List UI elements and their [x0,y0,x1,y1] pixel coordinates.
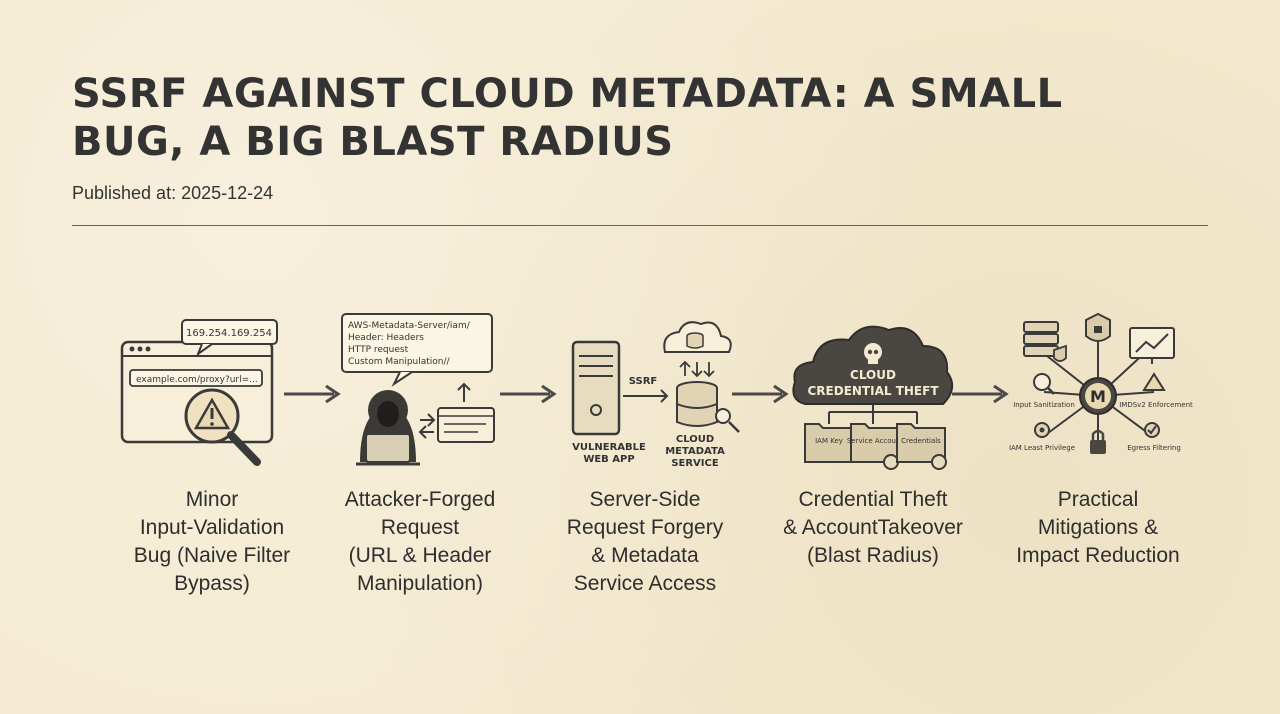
request-line: HTTP request [348,345,409,355]
step-label: Credential Theft & AccountTakeover (Blas… [783,488,963,567]
request-bubble-icon [341,313,493,373]
hub-letter: M [1090,387,1106,406]
title-divider [72,225,1208,226]
server-caption: VULNERABLE [572,442,646,453]
step-label: Minor Input-Validation Bug (Naive Filter… [133,488,291,595]
mitigations-illustration: M Input Sanitization IMDSv2 Enforcement … [1009,312,1193,454]
metadata-ip-text: 169.254.169.254 [186,328,272,339]
web-server-icon [571,340,621,436]
request-line: Header: Headers [348,333,424,343]
mitigation-item: Egress Filtering [1127,444,1181,452]
storm-cloud-icon [792,325,954,405]
folder-label: Service Account [847,437,904,445]
hooded-hacker-icon [356,390,420,466]
cloud-caption: SERVICE [671,458,719,469]
cloud-caption: CLOUD [676,434,714,445]
credential-theft-illustration: CLOUD CREDENTIAL THEFT IAM Key Service A… [792,325,954,470]
cloud-title: CREDENTIAL THEFT [807,384,939,398]
skull-icon [864,343,882,361]
arrow-left-icon [418,425,434,439]
step-credential-theft: CLOUD CREDENTIAL THEFT IAM Key Service A… [773,300,973,620]
browser-warning-illustration: example.com/proxy?url=... 169.254.169.25… [120,319,278,466]
url-text: example.com/proxy?url=... [136,375,258,385]
cloud-caption: METADATA [665,446,725,457]
key-icon [715,408,731,424]
folder-icon: Service Account [847,423,904,470]
attacker-illustration: AWS-Metadata-Server/iam/ Header: Headers… [341,313,495,466]
folder-label: Credentials [901,437,941,445]
folder-icon: Credentials [896,423,947,470]
step-label: Server-Side Request Forgery & Metadata S… [566,488,724,595]
folder-icon: IAM Key [804,423,854,463]
arrow-up-icon [457,382,471,402]
speech-bubble-icon [181,319,278,345]
flow-arrow-icon [500,384,557,404]
ssrf-text: SSRF [629,376,658,387]
magnifier-warning-icon [184,388,261,466]
request-window-icon [437,407,495,443]
ssrf-flow-diagram: example.com/proxy?url=... 169.254.169.25… [0,300,1280,620]
flow-arrow-icon [732,384,789,404]
arrow-right-icon [420,413,436,427]
step-label: Practical Mitigations & Impact Reduction [1016,488,1180,567]
published-date: Published at: 2025-12-24 [72,183,274,203]
step-attacker-forged-request: AWS-Metadata-Server/iam/ Header: Headers… [320,300,520,620]
warning-icon [1142,372,1166,391]
folder-label: IAM Key [815,437,843,445]
step-input-validation-bug: example.com/proxy?url=... 169.254.169.25… [112,300,312,620]
server-stack-icon [1023,321,1067,362]
article-title: SSRF AGAINST CLOUD METADATA: A SMALL BUG… [72,71,1063,165]
laptop-icon [365,433,411,463]
step-ssrf-metadata-access: VULNERABLE WEB APP SSRF CLOUD METADATA S… [545,300,745,620]
flow-arrow-icon [952,384,1009,404]
step-mitigations: M Input Sanitization IMDSv2 Enforcement … [998,300,1198,620]
mitigation-item: Input Sanitization [1013,401,1075,409]
cloud-database-icon [663,321,740,433]
server-caption: WEB APP [583,454,634,465]
ssrf-server-illustration: VULNERABLE WEB APP SSRF CLOUD METADATA S… [571,321,740,469]
ssrf-arrow-icon [623,389,669,403]
cloud-title: CLOUD [850,368,896,382]
lock-badge-icon [931,454,947,470]
step-label: Attacker-Forged Request (URL & Header Ma… [344,488,496,595]
request-line: Custom Manipulation// [348,357,451,367]
request-line: AWS-Metadata-Server/iam/ [348,321,471,331]
mitigation-item: IAM Least Privilege [1009,444,1075,452]
mitigation-item: IMDSv2 Enforcement [1119,401,1193,409]
lock-badge-icon [883,454,899,470]
padlock-icon [1090,440,1106,454]
monitor-chart-icon [1129,327,1175,364]
flow-arrow-icon [284,384,341,404]
magnifier-icon [1033,373,1051,391]
